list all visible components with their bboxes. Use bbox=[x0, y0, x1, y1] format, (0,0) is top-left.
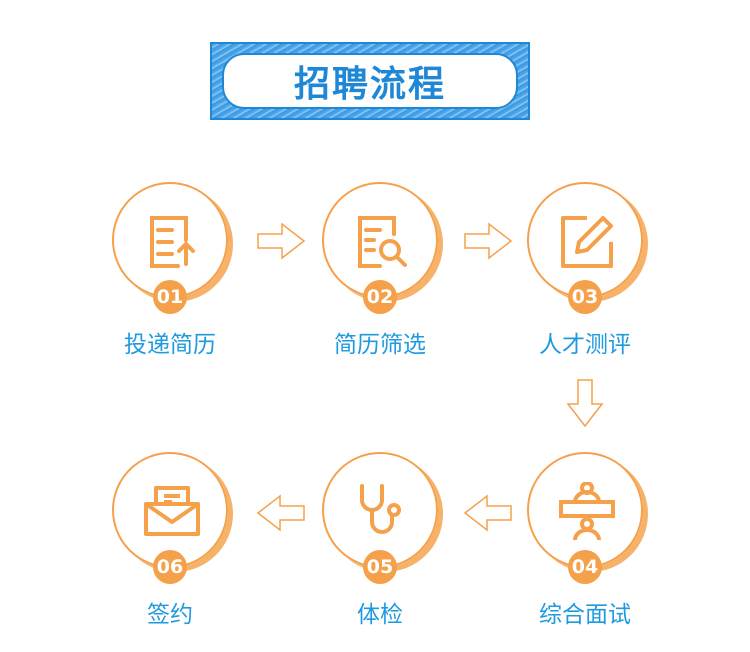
step-label: 人才测评 bbox=[539, 332, 631, 358]
arrow-right-icon bbox=[464, 222, 513, 260]
step-label: 体检 bbox=[357, 602, 403, 628]
title-banner: 招聘流程 bbox=[210, 42, 530, 120]
step-number-badge: 02 bbox=[363, 280, 397, 314]
document-search-icon bbox=[358, 216, 407, 268]
stethoscope-icon bbox=[360, 484, 401, 534]
arrow-left-icon bbox=[463, 494, 512, 532]
step-number-badge: 01 bbox=[153, 280, 187, 314]
edit-icon bbox=[561, 216, 613, 268]
page-title: 招聘流程 bbox=[222, 53, 518, 109]
step-number-badge: 05 bbox=[363, 550, 397, 584]
step-number-badge: 06 bbox=[153, 550, 187, 584]
arrow-right-icon bbox=[257, 222, 306, 260]
document-upload-icon bbox=[150, 216, 195, 268]
arrow-down-icon bbox=[566, 379, 604, 428]
step-label: 签约 bbox=[147, 602, 193, 628]
step-number-badge: 04 bbox=[568, 550, 602, 584]
envelope-icon bbox=[144, 486, 200, 536]
step-label: 投递简历 bbox=[124, 332, 216, 358]
step-number-badge: 03 bbox=[568, 280, 602, 314]
step-label: 简历筛选 bbox=[334, 332, 426, 358]
interview-icon bbox=[559, 482, 615, 541]
arrow-left-icon bbox=[256, 494, 305, 532]
step-label: 综合面试 bbox=[539, 602, 631, 628]
